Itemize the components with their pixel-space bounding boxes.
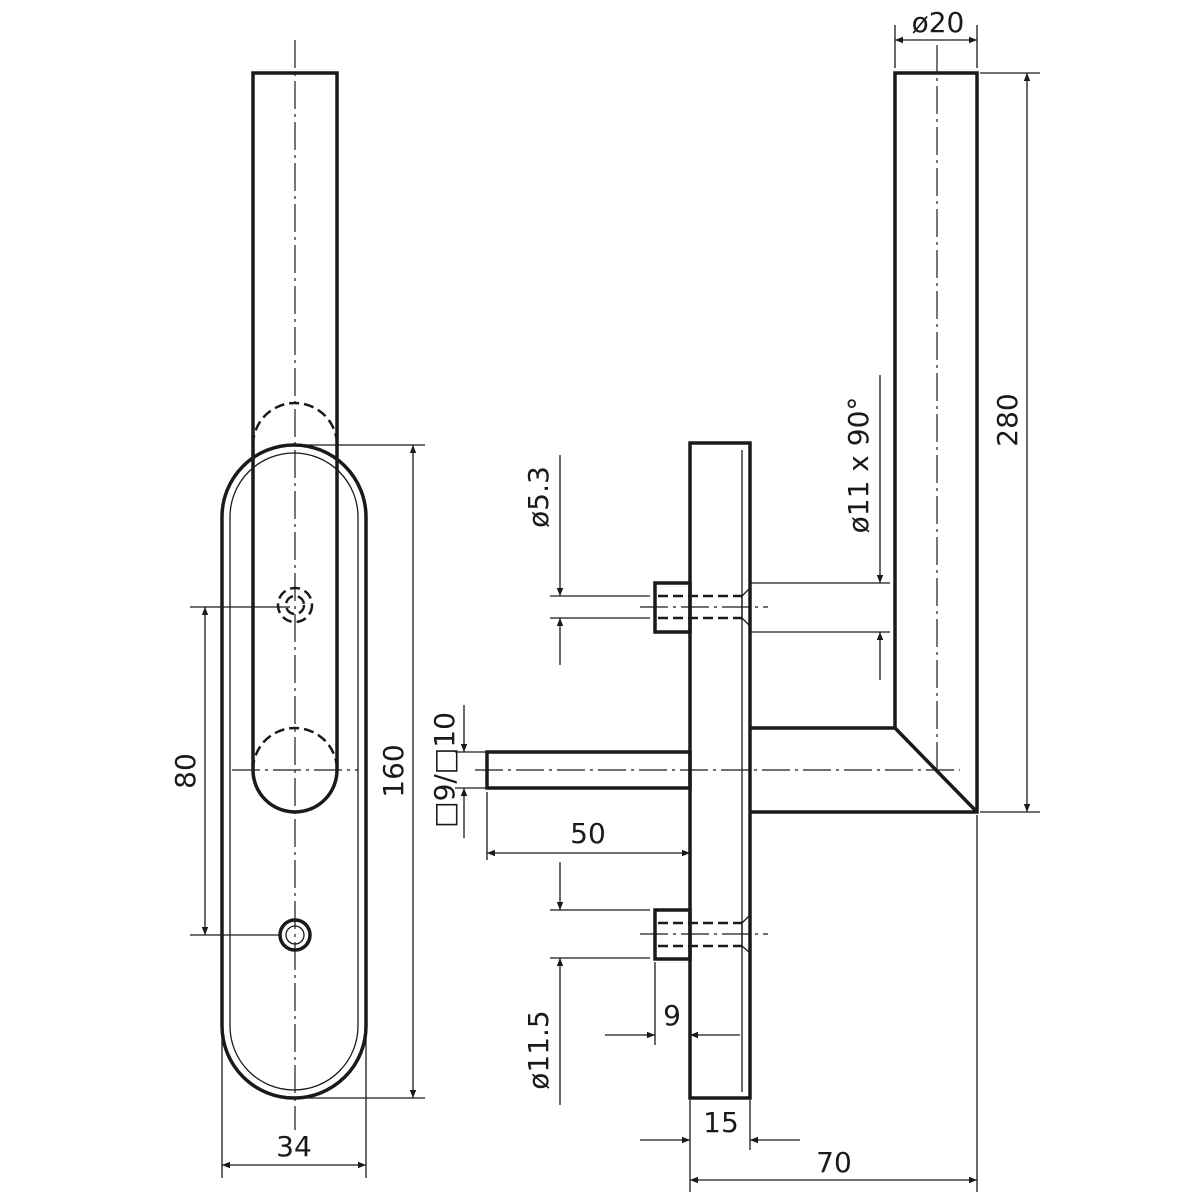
dim-plate-thickness: 15 — [703, 1106, 739, 1139]
dim-hole-diameter: ø5.3 — [522, 466, 555, 528]
dim-projection: 70 — [816, 1146, 852, 1179]
dim-boss-diameter: ø11.5 — [522, 1010, 555, 1089]
dim-plate-height: 160 — [377, 744, 410, 797]
upper-hole — [276, 586, 314, 624]
dim-handle-diameter: ø20 — [912, 6, 965, 39]
dim-countersink: ø11 x 90° — [842, 397, 875, 534]
escutcheon-plate — [220, 443, 368, 1100]
handle-lever — [251, 71, 339, 814]
dim-hole-spacing: 80 — [169, 753, 202, 789]
side-handle — [750, 71, 979, 814]
dim-spindle-length: 50 — [570, 817, 606, 850]
dim-spindle-square: □9/□10 — [428, 712, 461, 828]
side-view: ø20 280 ø11 x 90° ø5.3 □9/□10 50 ø11.5 9… — [428, 6, 1040, 1192]
dim-plate-width: 34 — [276, 1130, 312, 1163]
front-view: 80 160 34 — [169, 40, 425, 1178]
dim-handle-height: 280 — [991, 393, 1024, 446]
dim-boss-length: 9 — [663, 999, 681, 1032]
